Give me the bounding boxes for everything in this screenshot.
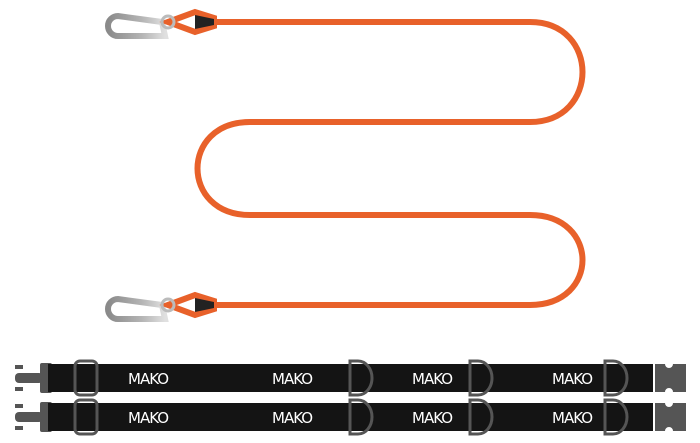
leash-cord bbox=[194, 19, 586, 308]
mako-logo: MAKO bbox=[412, 370, 452, 388]
mako-logo: MAKO bbox=[272, 370, 312, 388]
mako-logo: MAKO bbox=[128, 370, 168, 388]
mako-logo: MAKO bbox=[552, 370, 592, 388]
belt bbox=[13, 398, 688, 436]
carabiner-bottom bbox=[105, 291, 217, 322]
carabiner-top bbox=[105, 8, 217, 39]
belt: MAKO MAKO MAKO MAKO bbox=[15, 359, 686, 397]
